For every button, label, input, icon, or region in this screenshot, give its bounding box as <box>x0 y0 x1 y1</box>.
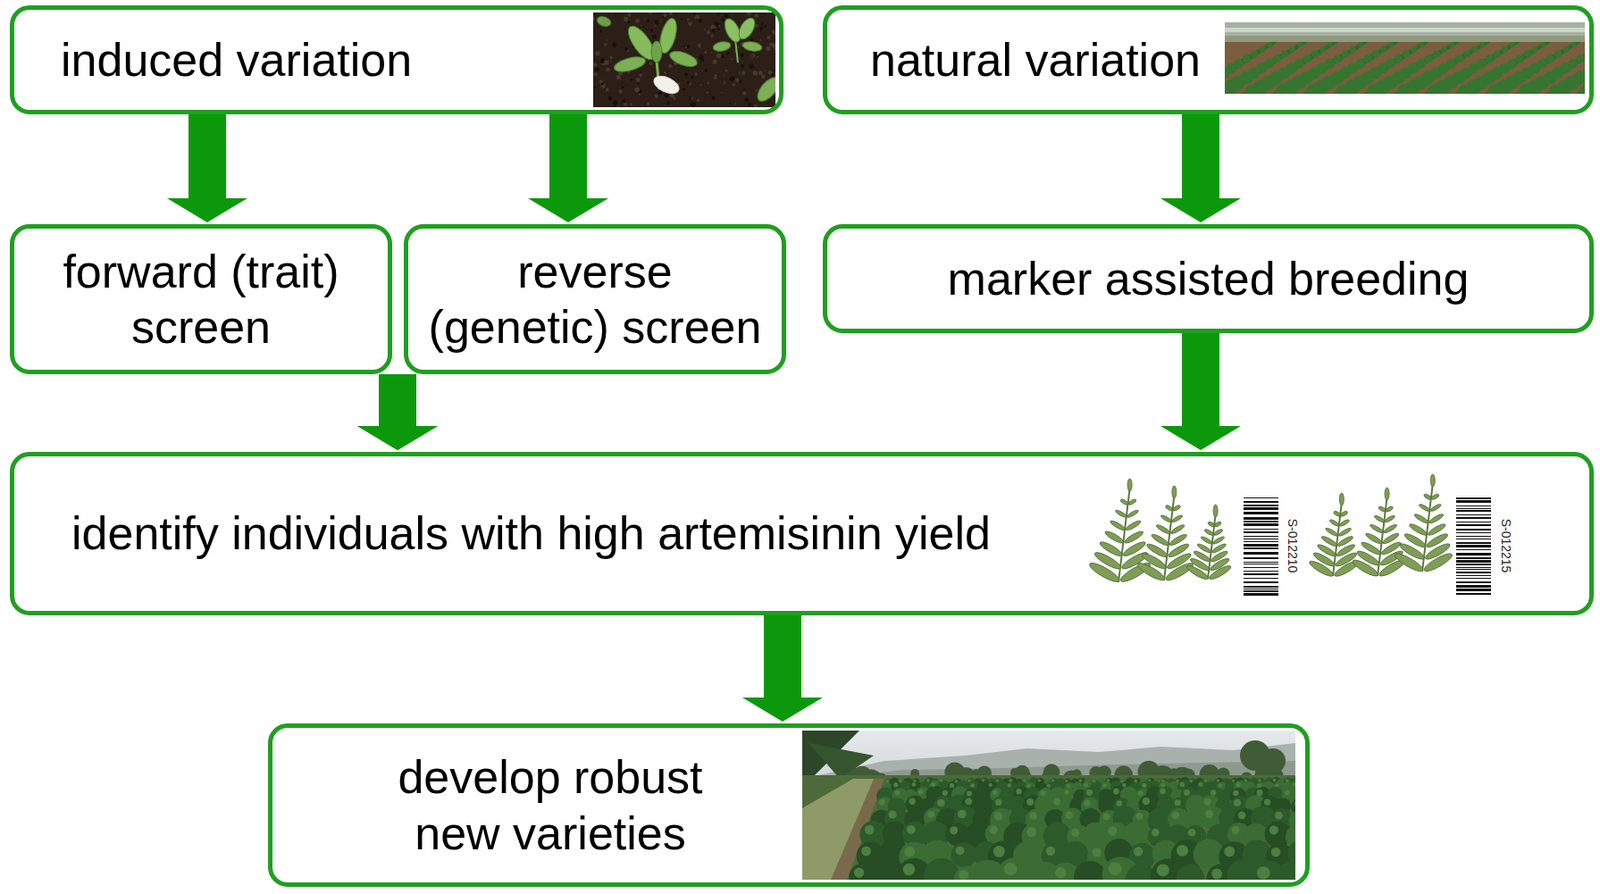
seedling-photo <box>593 12 776 108</box>
box-label: reverse (genetic) screen <box>424 243 766 356</box>
process-box: natural variation <box>822 5 1594 115</box>
barcode <box>1456 497 1492 595</box>
process-box: marker assisted breeding <box>822 224 1594 334</box>
flow-arrow <box>742 615 823 722</box>
plant-sprig <box>1392 474 1454 575</box>
flow-arrow <box>1160 333 1241 451</box>
barcode <box>1243 497 1279 596</box>
plant-sprig <box>1350 487 1407 579</box>
process-box: reverse (genetic) screen <box>403 224 787 375</box>
box-label: natural variation <box>870 32 1201 88</box>
plant-sprig <box>1185 504 1233 582</box>
plant-sprig <box>1135 485 1196 584</box>
process-box: develop robust new varieties <box>268 723 1310 888</box>
barcode-number: S-012210 <box>1286 519 1299 574</box>
box-label: induced variation <box>60 32 412 88</box>
flow-arrow <box>357 374 438 451</box>
flow-arrow <box>1160 114 1241 223</box>
flow-arrow <box>167 114 248 223</box>
process-box: identify individuals with high artemisin… <box>9 452 1594 616</box>
field-photo <box>802 730 1296 880</box>
field-photo <box>1224 22 1585 94</box>
flow-arrow <box>527 114 609 223</box>
barcode-number: S-012215 <box>1499 519 1513 574</box>
box-label: marker assisted breeding <box>947 251 1470 307</box>
flow-arrow <box>357 374 438 451</box>
label-holder: S-012215 <box>1499 519 1513 574</box>
box-label: forward (trait) screen <box>32 243 370 356</box>
box-label: identify individuals with high artemisin… <box>71 505 991 562</box>
process-box: induced variation <box>9 5 784 115</box>
plant-sprig <box>1307 493 1361 579</box>
box-label: develop robust new varieties <box>361 749 739 862</box>
process-box: forward (trait) screen <box>9 224 393 375</box>
label-holder: S-012210 <box>1286 519 1299 574</box>
